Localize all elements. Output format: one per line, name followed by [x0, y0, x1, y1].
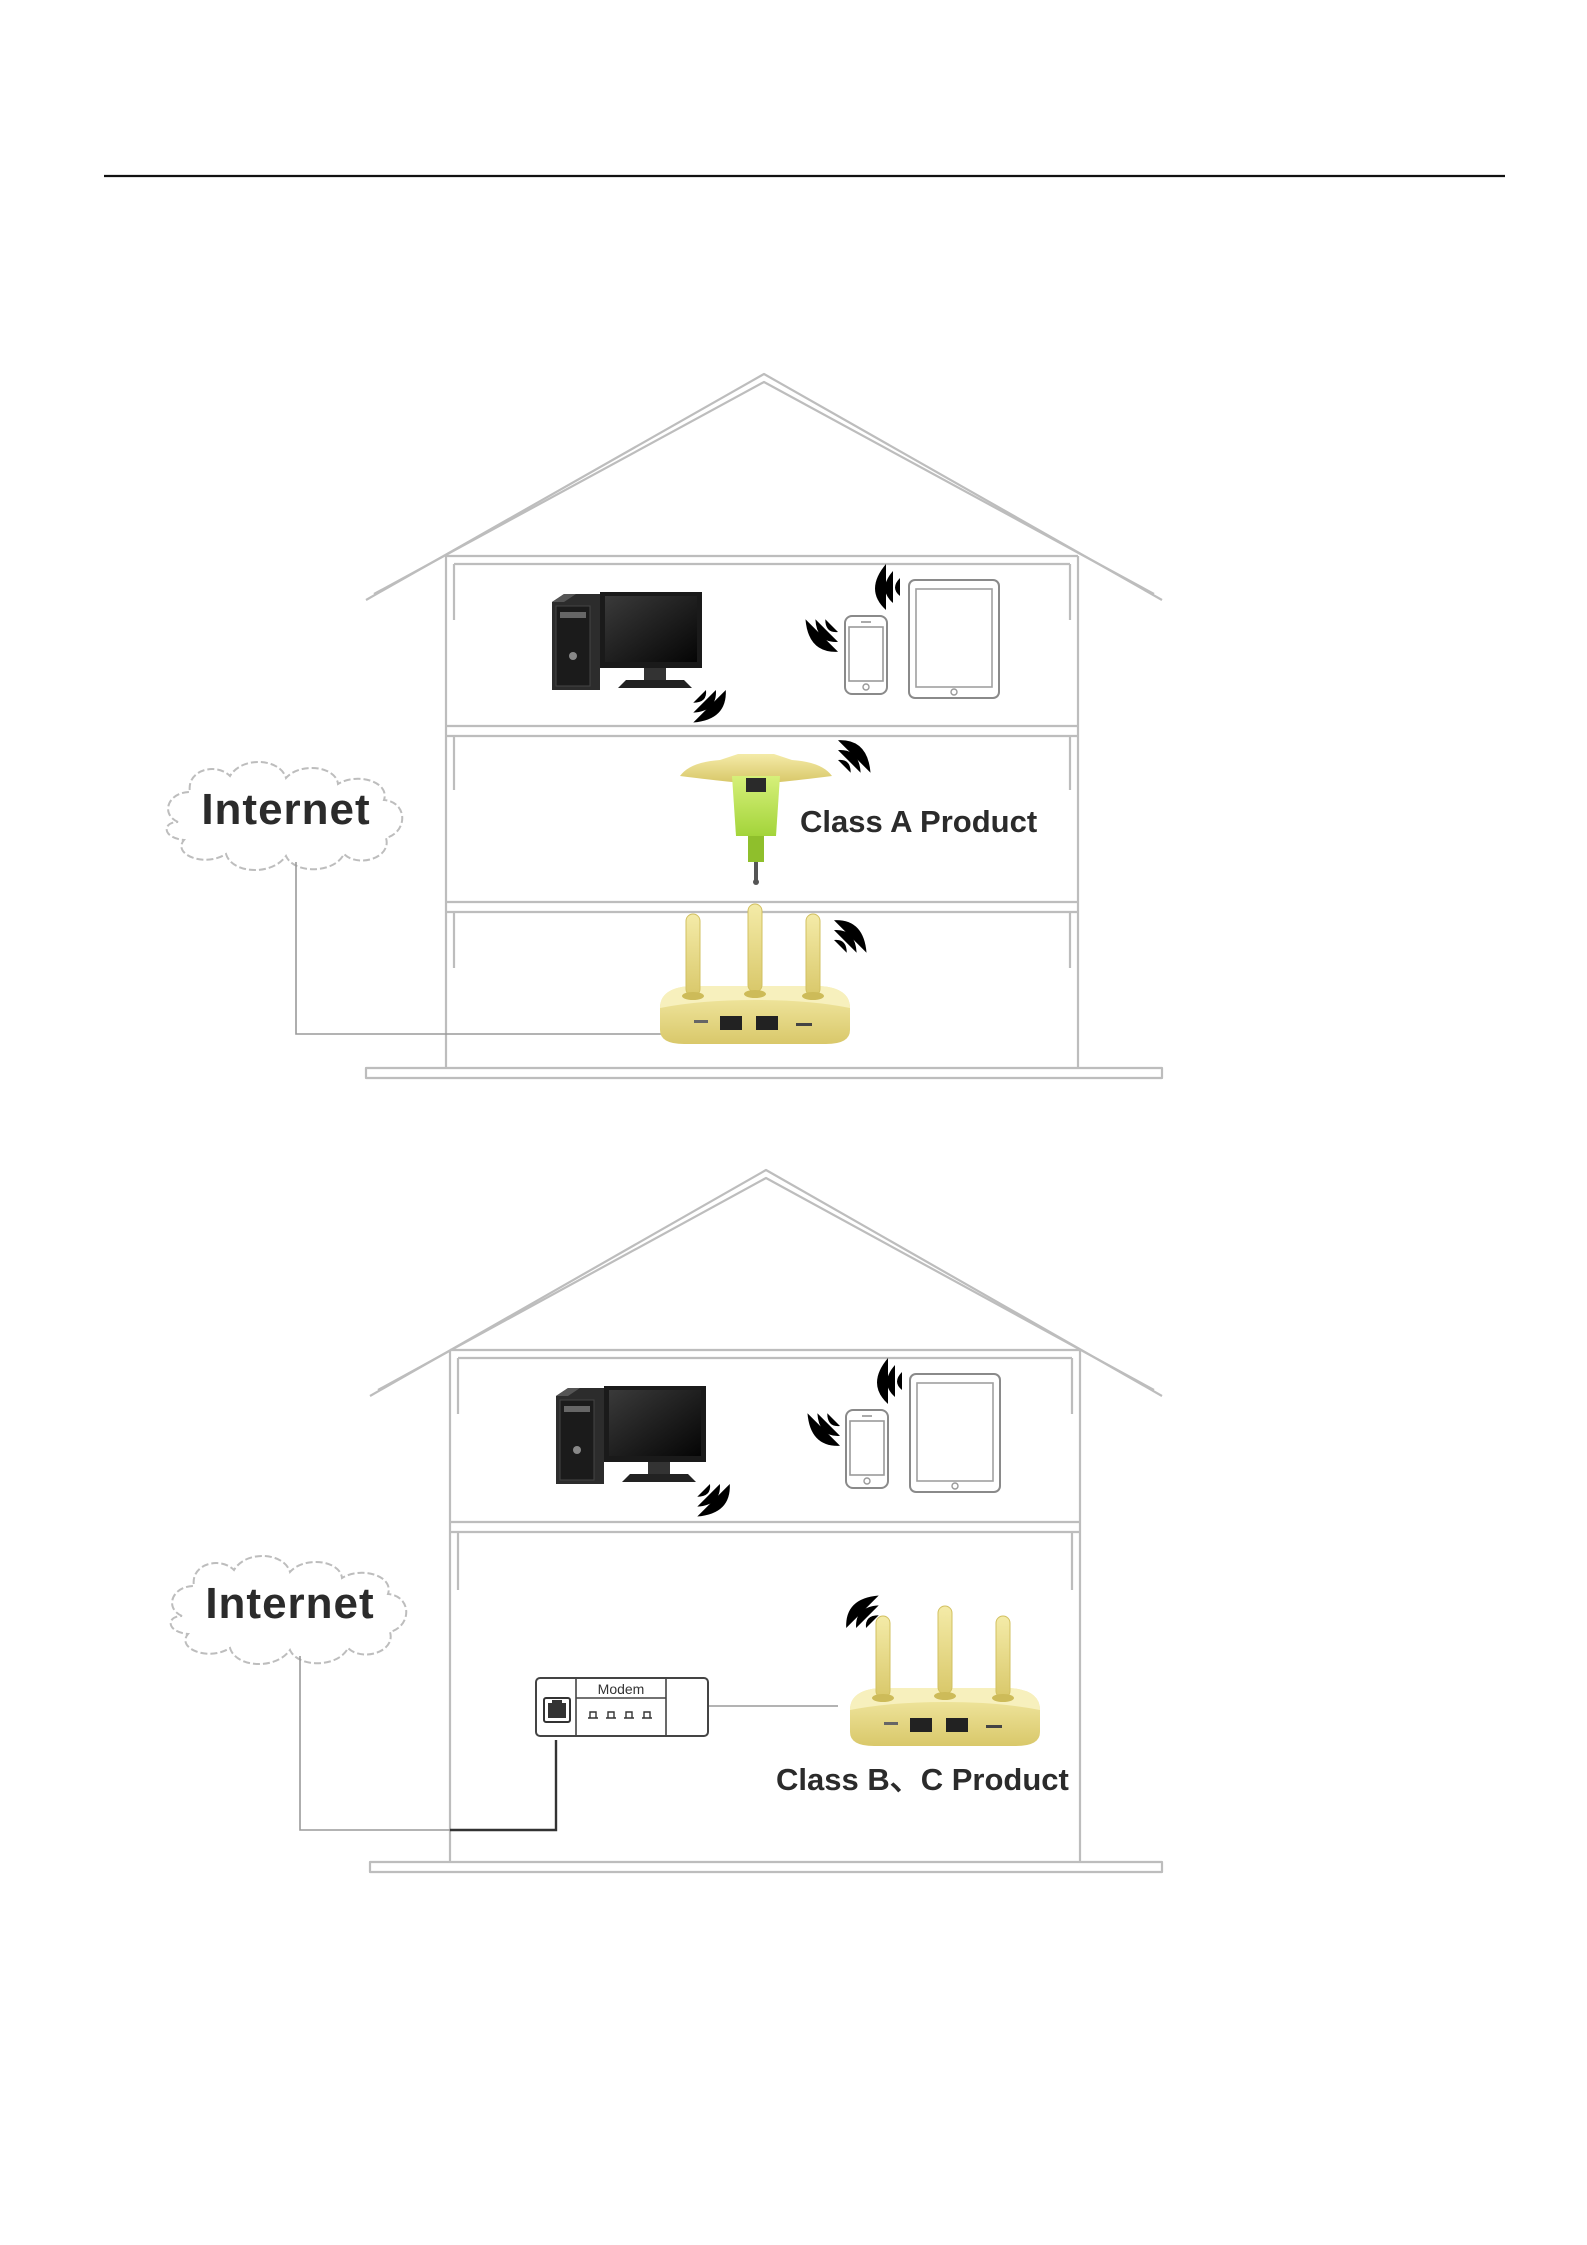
- wifi-signal-icon: [800, 1413, 840, 1453]
- smartphone-icon: [846, 1410, 888, 1488]
- wifi-signal-icon: [798, 619, 838, 659]
- internet-cloud: Internet: [171, 1556, 407, 1664]
- modem-label: Modem: [598, 1681, 645, 1697]
- wifi-signal-icon: [693, 690, 733, 730]
- desktop-computer-icon: [556, 1386, 706, 1484]
- internet-cable: [300, 1656, 450, 1830]
- wifi-signal-icon: [838, 1588, 878, 1628]
- wireless-router-icon: [660, 904, 850, 1044]
- product-label-class-bc: Class B、C Product: [776, 1762, 1069, 1797]
- wireless-router-icon: [850, 1606, 1040, 1746]
- internet-cable: [296, 862, 662, 1034]
- product-label-class-a: Class A Product: [800, 804, 1037, 839]
- desktop-computer-icon: [552, 592, 702, 690]
- diagram-class-a: Internet Class A Product: [167, 374, 1162, 1078]
- tablet-icon: [910, 1374, 1000, 1492]
- house-outline: [366, 374, 1162, 1078]
- internet-label: Internet: [205, 1579, 374, 1628]
- wifi-signal-icon: [854, 1353, 911, 1410]
- tablet-icon: [909, 580, 999, 698]
- diagram-class-bc: Internet Modem: [171, 1170, 1162, 1872]
- wifi-signal-icon: [834, 912, 874, 952]
- wifi-signal-icon: [838, 732, 878, 772]
- internet-label: Internet: [201, 785, 370, 834]
- modem-cable: [450, 1740, 556, 1830]
- modem-icon: Modem: [536, 1678, 708, 1736]
- internet-cloud: Internet: [167, 762, 403, 870]
- wifi-signal-icon: [697, 1484, 737, 1524]
- smartphone-icon: [845, 616, 887, 694]
- wifi-signal-icon: [852, 559, 909, 616]
